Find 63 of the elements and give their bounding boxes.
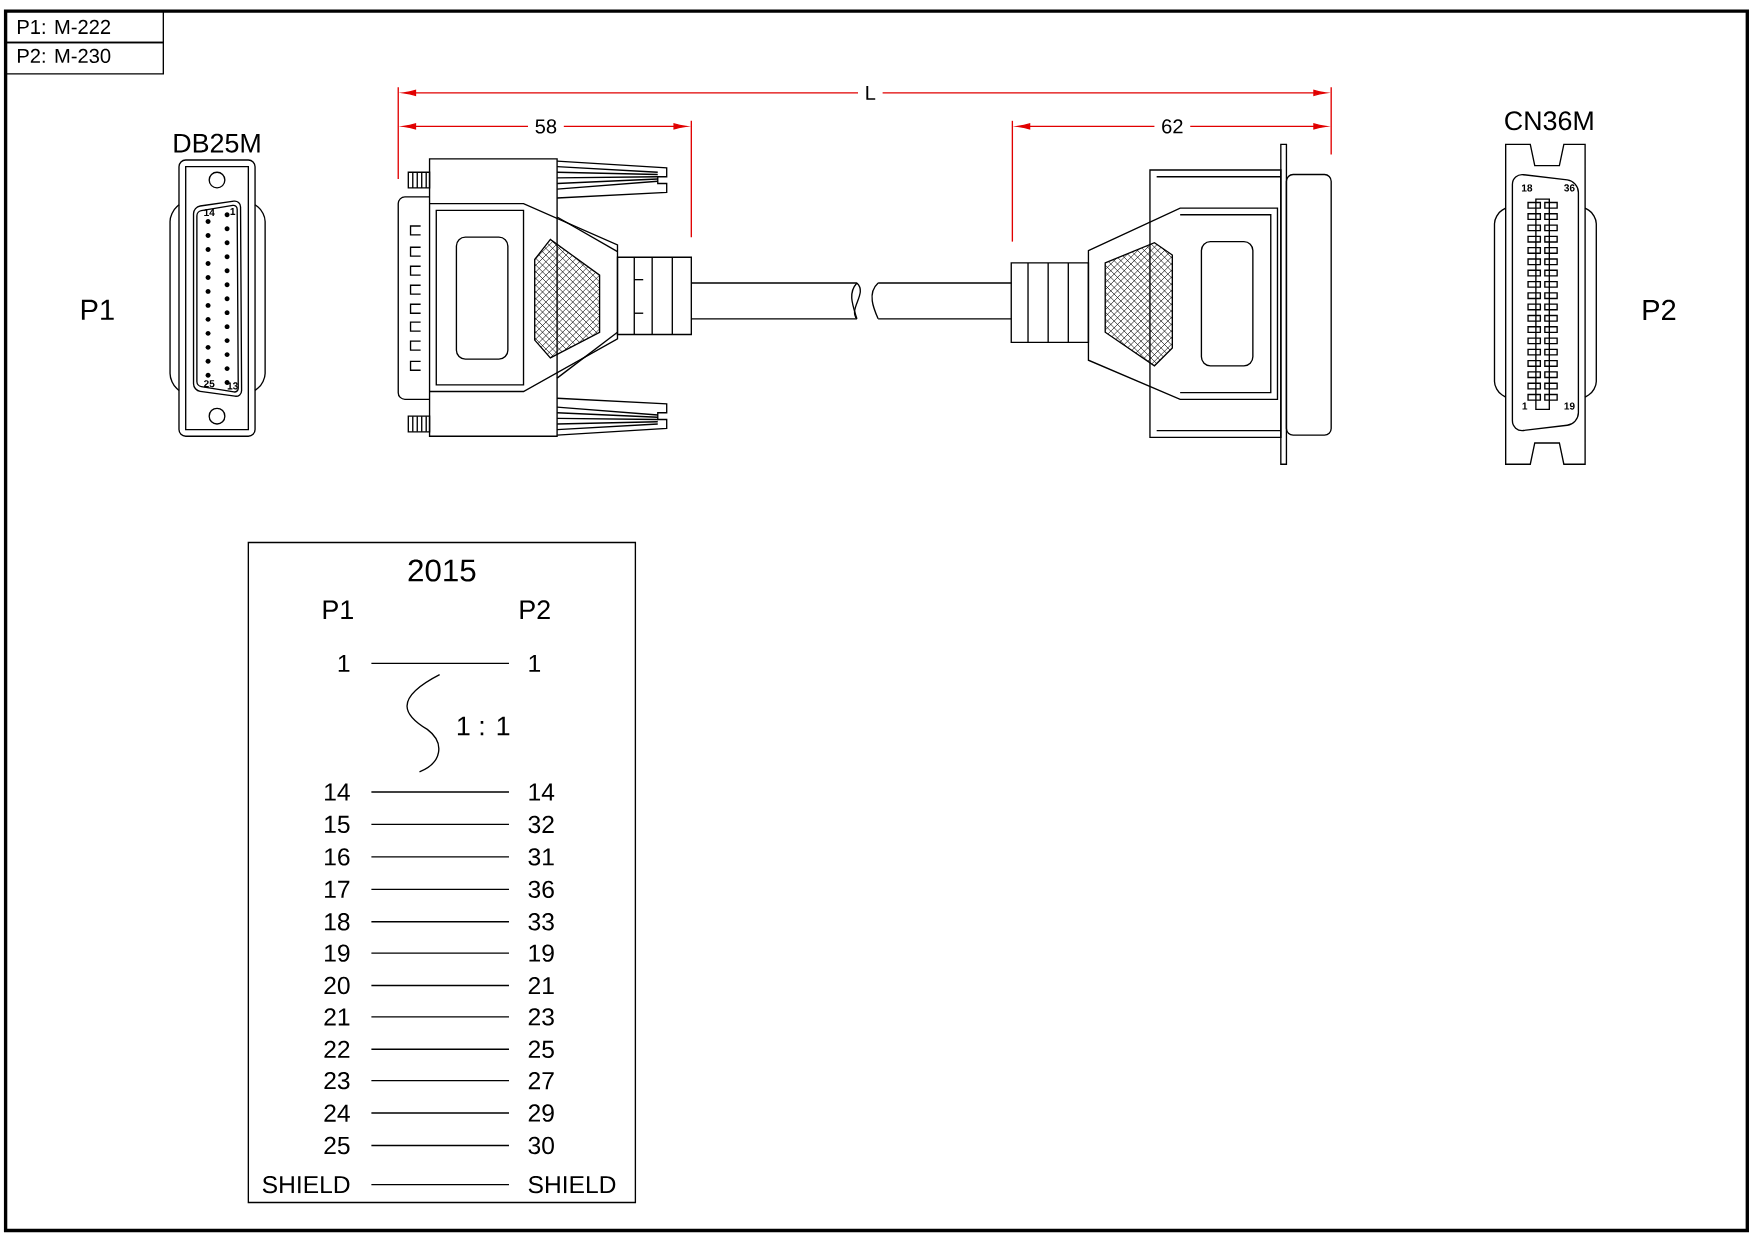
wire-line (370, 1080, 510, 1082)
table-title: 2015 (408, 559, 476, 582)
plug-label: P2 (1643, 299, 1676, 321)
pin-number: 29 (528, 1104, 554, 1122)
wire-line (370, 791, 510, 793)
wire-line (370, 888, 510, 891)
pin-number: 32 (528, 815, 554, 834)
pin-number: SHIELD (262, 1176, 350, 1194)
column-heading: P1 (323, 600, 353, 620)
wire-line (370, 1048, 510, 1051)
pin-number: 21 (324, 1008, 350, 1026)
wire-line (370, 921, 510, 923)
pin-number: 14 (325, 783, 350, 801)
pin-number: SHIELD (528, 1176, 616, 1194)
wire-line (370, 1145, 510, 1147)
pin-number: 31 (528, 848, 554, 866)
column-heading: P2 (520, 600, 550, 620)
pin-number: 22 (324, 1040, 350, 1059)
pin-number: 18 (325, 913, 350, 931)
wire-line (370, 952, 510, 954)
connector-label: CN36M (1505, 111, 1593, 131)
dimension-label: L (858, 78, 883, 108)
pin-number: 24 (324, 1104, 350, 1122)
ratio-label: 1 : 1 (457, 717, 510, 736)
pin-number: 1 (529, 655, 541, 673)
pin-label: 36 (1564, 184, 1575, 192)
pin-number: 1 (338, 655, 350, 673)
pin-number: 25 (324, 1137, 350, 1155)
pin-number: 20 (324, 977, 350, 995)
dimension-label: 62 (1154, 112, 1191, 142)
wire-line (370, 985, 510, 987)
pin-number: 23 (528, 1008, 554, 1026)
wire-line (370, 1184, 510, 1186)
pin-number: 14 (529, 783, 555, 801)
wire-line (370, 662, 510, 665)
pin-label: 18 (1521, 184, 1533, 192)
pin-number: 19 (325, 944, 350, 962)
table-cell: P2: M-230 (4, 42, 164, 75)
pin-label: 14 (204, 209, 215, 217)
wire-line (370, 824, 510, 826)
pin-label: 19 (1564, 402, 1575, 410)
pin-number: 36 (528, 880, 554, 899)
pin-number: 33 (528, 913, 554, 931)
wire-line (370, 856, 510, 858)
connector-label: DB25M (174, 133, 260, 153)
wire-line (370, 1016, 510, 1018)
pin-label: 1 (1522, 402, 1528, 410)
dimension-label: 58 (528, 112, 564, 142)
pin-number: 16 (325, 848, 350, 866)
pin-label: 25 (203, 380, 215, 388)
pin-number: 19 (529, 944, 554, 962)
wire-line (370, 1112, 510, 1114)
pin-label: 1 (230, 208, 236, 216)
pin-number: 15 (325, 816, 350, 834)
pin-number: 27 (528, 1072, 554, 1090)
pin-number: 23 (324, 1072, 350, 1090)
pin-label: 13 (227, 382, 238, 390)
plug-label: P1 (81, 300, 114, 321)
pin-number: 21 (528, 977, 554, 995)
pin-number: 30 (528, 1137, 554, 1155)
pin-number: 25 (528, 1040, 554, 1059)
table-cell: P1: M-222 (4, 10, 164, 44)
pin-number: 17 (325, 881, 350, 898)
